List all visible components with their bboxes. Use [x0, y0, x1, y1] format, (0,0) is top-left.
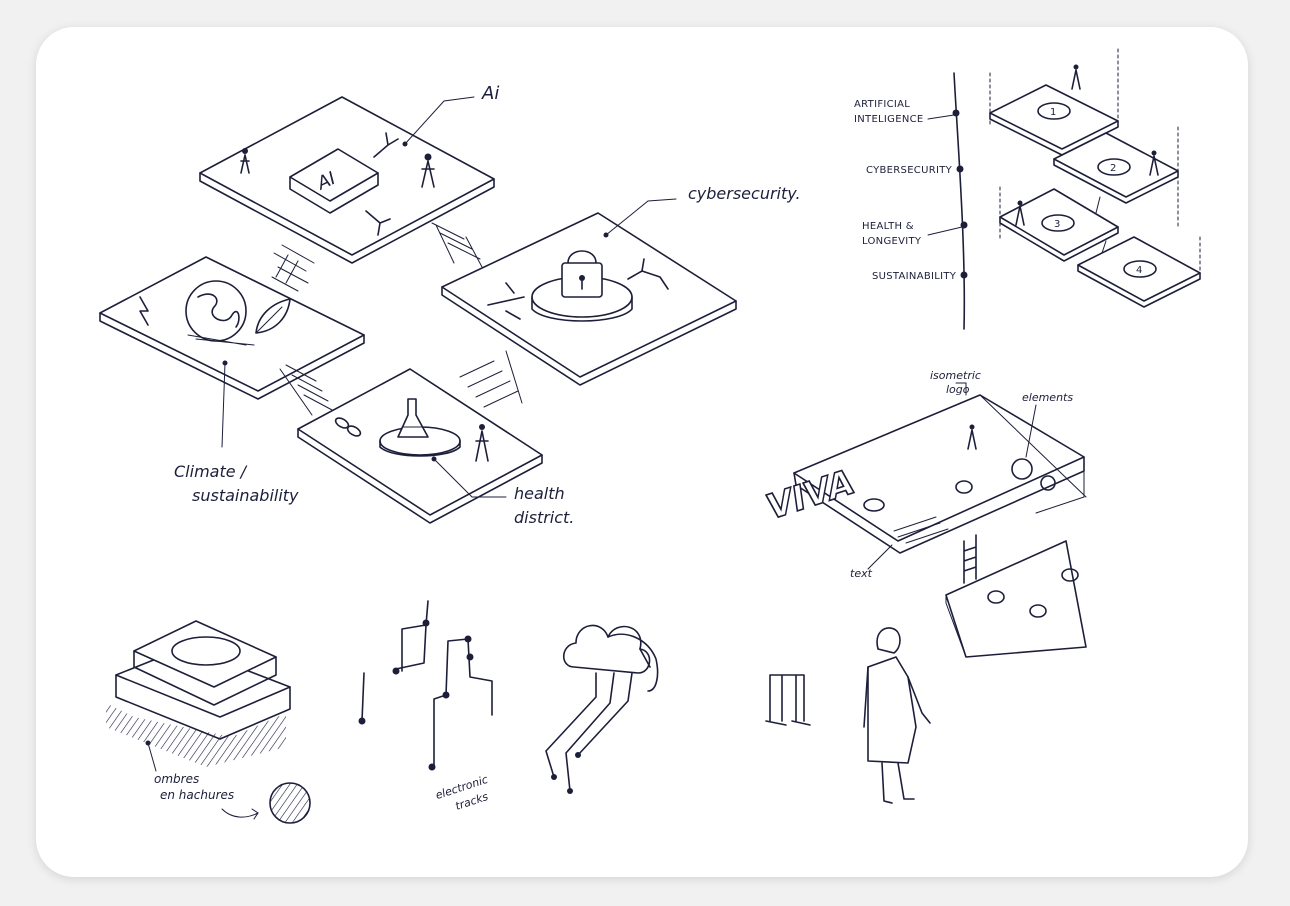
- electronic-tracks: [358, 600, 493, 771]
- element-circle: [1061, 568, 1079, 582]
- timeline-label: LONGEVITY: [862, 236, 922, 247]
- stairs: [271, 244, 315, 292]
- stairs: [459, 350, 523, 408]
- text-lines: [893, 516, 949, 544]
- sketch-canvas: AI Ai: [99, 48, 1201, 824]
- ai-platform: AI: [199, 96, 495, 264]
- pills-icon: [334, 417, 362, 437]
- timeline-label: HEALTH &: [862, 221, 914, 232]
- platform-number: 1: [1050, 107, 1057, 118]
- person-icon: [967, 424, 977, 450]
- person-figure: [863, 627, 931, 804]
- lock-icon: [561, 250, 603, 298]
- text-label: text: [850, 567, 873, 580]
- element-circle: [1029, 604, 1047, 618]
- shadow-label-line2: en hachures: [160, 788, 234, 802]
- person-legs-figure: [765, 674, 811, 726]
- timeline-line: [953, 72, 966, 330]
- isometric-logo-label-line1: isometric: [930, 369, 981, 382]
- circuit-icon: [627, 258, 669, 290]
- health-leader-line: [433, 458, 507, 498]
- hatched-circle: [269, 782, 311, 824]
- cybersecurity-platform: [441, 212, 737, 386]
- climate-platform: [99, 256, 365, 400]
- arrow-icon: [221, 808, 259, 820]
- health-label-line2: district.: [514, 508, 574, 527]
- climate-label-line2: sustainability: [192, 486, 299, 505]
- element-circle: [1011, 458, 1033, 480]
- shadow-label-line1: ombres: [154, 772, 199, 786]
- person-icon: [1071, 64, 1081, 90]
- circuit-icon: [365, 210, 391, 236]
- ai-label: Ai: [481, 83, 499, 104]
- stairs: [963, 534, 977, 584]
- timeline: ARTIFICIAL INTELIGENCE CYBERSECURITY HEA…: [854, 72, 968, 330]
- element-circle: [863, 498, 885, 512]
- person-icon: [1149, 150, 1159, 176]
- timeline-label: ARTIFICIAL: [854, 99, 910, 110]
- stacked-blocks: [106, 620, 291, 772]
- platform-number: 2: [1110, 163, 1117, 174]
- cybersecurity-leader-line: [605, 198, 677, 236]
- health-platform: [297, 368, 543, 524]
- flask-icon: [397, 398, 429, 438]
- climate-leader-line: [221, 362, 226, 448]
- circuit-icon: [373, 132, 399, 158]
- elements-label: elements: [1022, 391, 1073, 404]
- element-circle: [987, 590, 1005, 604]
- stairs: [431, 222, 483, 268]
- element-circle: [955, 480, 973, 494]
- viva-logo-sketch: VIVA isometric logo elements text: [764, 369, 1087, 658]
- person-icon: [421, 153, 435, 188]
- ai-block: AI: [289, 148, 379, 214]
- person-icon: [1015, 200, 1025, 226]
- stairs: [279, 364, 335, 416]
- platform-number: 4: [1136, 265, 1143, 276]
- isometric-logo-label-line2: logo: [946, 383, 970, 396]
- ai-leader-line: [404, 96, 475, 145]
- leaf-icon: [255, 298, 291, 334]
- timeline-label: CYBERSECURITY: [866, 165, 953, 176]
- timeline-label: SUSTAINABILITY: [872, 271, 957, 282]
- person-icon: [475, 424, 489, 462]
- circuit-icon: [487, 282, 525, 320]
- lightning-icon: [139, 296, 149, 326]
- cybersecurity-label: cybersecurity.: [688, 184, 801, 203]
- timeline-label: INTELIGENCE: [854, 114, 924, 125]
- health-label-line1: health: [514, 484, 565, 503]
- climate-label-line1: Climate /: [174, 462, 248, 481]
- timeline-platforms: 1 2 3 4: [989, 48, 1201, 308]
- element-circle: [1040, 475, 1056, 491]
- person-icon: [240, 148, 250, 174]
- cloud-icon: [545, 624, 659, 794]
- globe-icon: [185, 280, 255, 346]
- sketch-sheet: AI Ai: [36, 27, 1248, 877]
- platform-number: 3: [1054, 219, 1061, 230]
